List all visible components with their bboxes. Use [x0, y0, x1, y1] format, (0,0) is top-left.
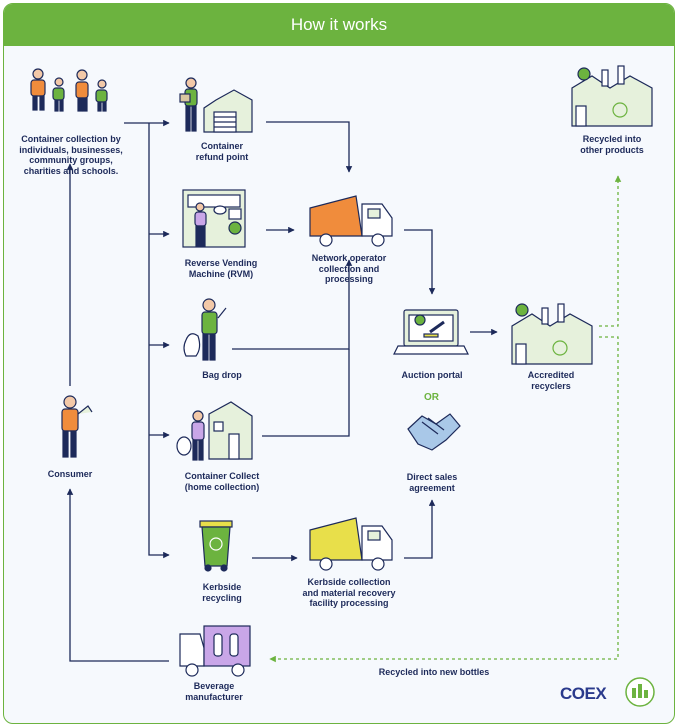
label-collectors: Container collection by individuals, bus… [19, 134, 123, 176]
rvm-icon [182, 189, 246, 248]
label-auction-portal: Auction portal [401, 370, 463, 380]
handshake-icon [407, 413, 461, 451]
beverage-truck-icon [179, 625, 251, 677]
arrow-recyclers-to-other-products [599, 175, 622, 327]
recycler-factory-icon [511, 303, 593, 365]
network-truck-icon [309, 195, 393, 247]
arrow-trunk-to-kerbside [148, 123, 170, 559]
arrow-network-to-auction [404, 229, 436, 295]
label-container-collect: Container Collect (home collection) [184, 471, 260, 492]
label-or: OR [424, 392, 439, 403]
label-new-bottles: Recycled into new bottles [378, 667, 490, 677]
green-dashed-connectors [269, 175, 622, 663]
arrow-recyclers-to-beverage [269, 336, 619, 663]
bag-drop-icon [183, 298, 227, 361]
refund-point-icon [179, 77, 253, 133]
arrow-refund-to-network [266, 121, 353, 173]
flow-connectors [66, 119, 498, 662]
label-direct-sales: Direct sales agreement [406, 472, 458, 493]
products-factory-icon [571, 65, 653, 127]
page-title: How it works [4, 4, 674, 46]
label-rvm: Reverse Vending Machine (RVM) [184, 258, 258, 279]
label-refund-point: Container refund point [195, 141, 249, 162]
label-kerbside: Kerbside recycling [202, 582, 242, 603]
arrow-mrf-to-direct-sales [404, 499, 436, 559]
flow-diagram [30, 65, 655, 707]
arrow-collect-to-network [262, 349, 350, 437]
container-collect-icon [176, 401, 253, 461]
label-consumer: Consumer [47, 469, 93, 479]
containers-for-change-badge-icon [625, 677, 655, 707]
label-accredited-recyclers: Accredited recyclers [527, 370, 575, 391]
label-network-operator: Network operator collection and processi… [311, 253, 387, 284]
arrow-beverage-to-consumer [66, 488, 169, 662]
diagram-frame: How it works [3, 3, 675, 724]
recycling-bin-icon [199, 520, 233, 572]
label-beverage-manufacturer: Beverage manufacturer [185, 681, 243, 702]
consumer-icon [61, 395, 93, 458]
label-kerbside-mrf: Kerbside collection and material recover… [302, 577, 396, 608]
auction-laptop-icon [393, 309, 469, 355]
label-other-products: Recycled into other products [580, 134, 644, 155]
coex-logo: COEX [560, 684, 607, 703]
people-group-icon [30, 68, 108, 112]
label-bag-drop: Bag drop [202, 370, 242, 380]
kerbside-truck-icon [309, 517, 393, 571]
